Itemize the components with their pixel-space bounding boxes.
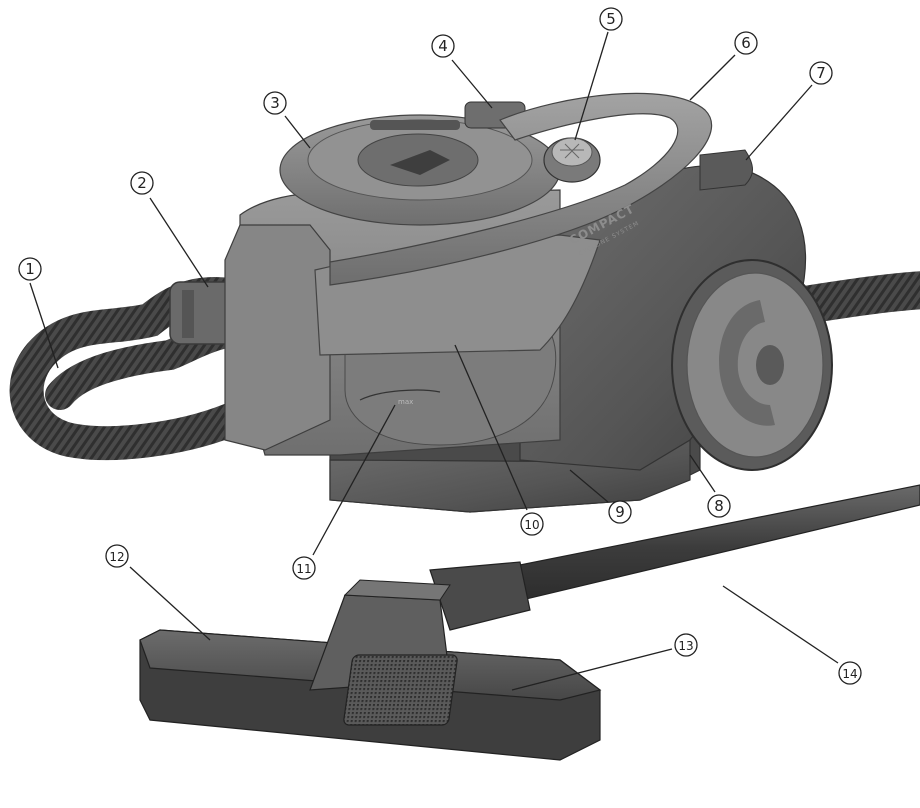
callout-1: 1 [18,257,42,281]
flexible-hose [9,276,272,461]
telescopic-tube [429,484,920,631]
leader-11 [312,404,396,556]
wheel [671,259,833,471]
callout-14: 14 [838,661,862,685]
callouts: 1 2 3 4 5 6 7 8 9 10 11 12 13 14 [18,7,862,685]
leader-14 [722,585,839,664]
leader-12 [129,566,211,641]
callout-3: 3 [263,91,287,115]
vacuum-body: max COMPACT CYCLONE SYSTEM [224,92,807,513]
svg-text:1: 1 [25,260,35,278]
svg-text:14: 14 [842,667,857,681]
leader-4 [451,59,493,109]
svg-text:2: 2 [137,174,147,192]
callout-12: 12 [105,544,129,568]
leader-1 [29,282,59,369]
svg-text:10: 10 [524,518,539,532]
leader-6 [689,54,736,101]
svg-text:13: 13 [678,639,693,653]
callout-11: 11 [292,556,316,580]
max-mark: max [398,398,413,406]
callout-9: 9 [608,500,632,524]
leader-7 [745,84,813,161]
leader-5 [574,31,609,141]
svg-text:7: 7 [816,64,826,82]
leader-9 [569,469,609,503]
nozzle-switch [343,654,458,726]
leader-13 [511,648,673,691]
floor-nozzle [139,579,602,761]
callout-6: 6 [734,31,758,55]
callout-7: 7 [809,61,833,85]
leader-2 [149,197,209,288]
leader-lines [29,31,839,691]
svg-text:3: 3 [270,94,280,112]
front-latch [224,224,331,451]
svg-text:5: 5 [606,10,616,28]
rear-hose [802,271,920,324]
carry-handle [329,92,712,286]
svg-text:9: 9 [615,503,625,521]
callout-13: 13 [674,633,698,657]
svg-text:8: 8 [714,497,724,515]
callout-8: 8 [707,494,731,518]
callout-2: 2 [130,171,154,195]
leader-3 [284,115,311,149]
svg-text:11: 11 [296,562,311,576]
leader-8 [689,454,716,493]
svg-text:12: 12 [109,550,124,564]
svg-text:6: 6 [741,34,751,52]
svg-text:4: 4 [438,37,448,55]
callout-5: 5 [599,7,623,31]
callout-10: 10 [520,512,544,536]
callout-4: 4 [431,34,455,58]
leader-10 [454,344,528,511]
